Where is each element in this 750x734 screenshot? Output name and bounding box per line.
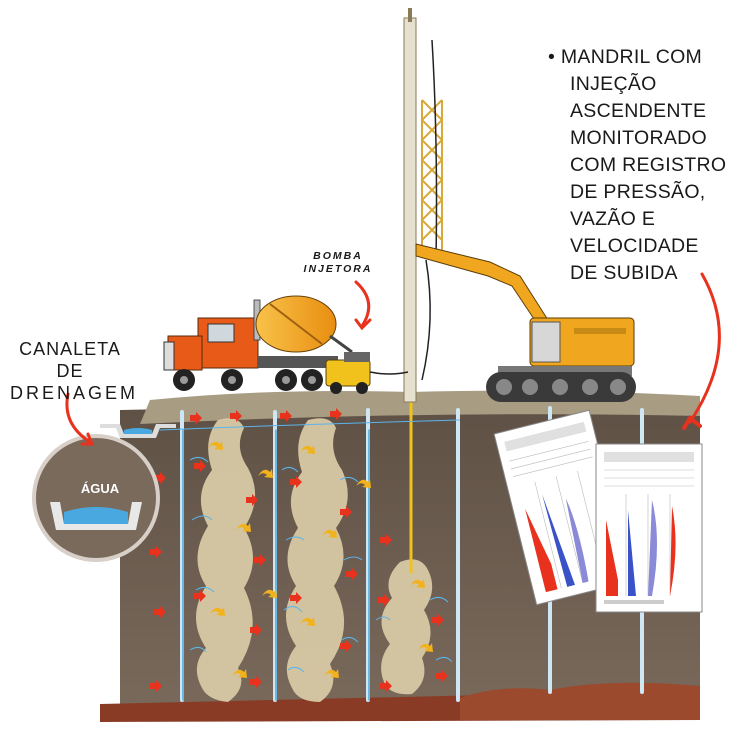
callout-arrows (65, 272, 721, 446)
drainage-label-line1: CANALETA DE (19, 339, 121, 381)
mixer-truck-icon (163, 295, 353, 391)
annotation-line: • MANDRIL COM (548, 46, 703, 68)
pump-label: BOMBA INJETORA (298, 250, 378, 276)
water-veins (159, 419, 461, 673)
annotation-line: COM REGISTRO (570, 154, 727, 176)
annotation-line: ASCENDENTE (570, 100, 707, 122)
drainage-channel (100, 424, 176, 438)
annotation-line: DE PRESSÃO, (570, 181, 706, 203)
annotation-line: VELOCIDADE (570, 235, 699, 257)
annotation-line: VAZÃO E (570, 208, 656, 230)
excavator-icon (415, 243, 636, 402)
pump-label-line2: INJETORA (303, 263, 373, 275)
drainage-label: CANALETA DE DRENAGEM (10, 338, 139, 404)
pressure-log-charts-icon (493, 409, 703, 613)
water-reservoir (32, 434, 160, 562)
injection-pump-icon (325, 352, 409, 394)
annotation-line: INJEÇÃO (570, 73, 657, 95)
annotation-line: MONITORADO (570, 127, 707, 149)
annotation-line: DE SUBIDA (570, 262, 678, 284)
pump-label-line1: BOMBA (313, 250, 363, 262)
drainage-label-line2: DRENAGEM (10, 383, 139, 403)
grout-columns (196, 418, 433, 702)
water-label: ÁGUA (80, 481, 120, 496)
drilling-rig-icon (403, 8, 444, 403)
mandrel-description: • MANDRIL COM INJEÇÃO ASCENDENTE MONITOR… (548, 44, 748, 287)
